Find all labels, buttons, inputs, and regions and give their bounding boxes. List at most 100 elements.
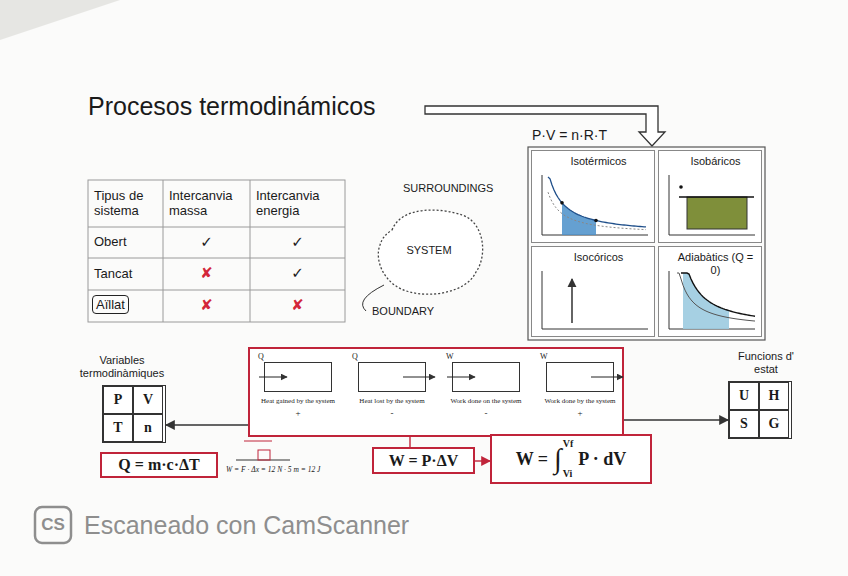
- region-label: SURROUNDINGS: [403, 182, 493, 194]
- table-cell: Tancat: [88, 258, 163, 290]
- connector-arrow: [166, 424, 248, 425]
- process-name: Adiabàtics (Q = 0): [659, 247, 761, 276]
- variable-cell: G: [759, 410, 789, 438]
- sign-caption: Work done on the system: [446, 397, 526, 405]
- quantity-letter: W: [446, 352, 526, 362]
- sign-panel: Q Heat gained by the system +: [258, 352, 338, 418]
- check-mark: ✓: [250, 227, 345, 258]
- table-header: Intercanvia massa: [163, 180, 250, 227]
- connector-arrow: [409, 437, 410, 447]
- process-panel: Isocóricos: [531, 246, 655, 337]
- process-panel: Isotérmicos: [531, 150, 655, 243]
- chart-axes: [542, 175, 648, 235]
- formula-text: P · dV: [578, 449, 626, 470]
- process-grid-frame: [528, 147, 765, 340]
- formula-text: W = P·ΔV: [389, 452, 459, 470]
- energy-arrow: [453, 363, 519, 391]
- integral-sign: ∫: [554, 445, 562, 473]
- variable-grid: PVTn: [102, 385, 166, 443]
- quantity-letter: W: [540, 352, 620, 362]
- formula-text: W =: [516, 449, 548, 470]
- connector-arrow: [624, 419, 728, 420]
- chart-axes: [542, 271, 648, 329]
- page-corner: [0, 0, 120, 40]
- chart-axes: [669, 271, 755, 329]
- pushed-block: [258, 450, 270, 460]
- formula-box: Q = m·c·ΔT: [100, 452, 218, 478]
- system-box: [358, 362, 426, 392]
- process-panel: Isobáricos: [658, 150, 762, 243]
- table-rule: [88, 227, 345, 228]
- sign-panel: W Work done by the system +: [540, 352, 620, 418]
- sign-convention-box: Q Heat gained by the system + Q Heat lost by…: [248, 347, 624, 437]
- table-rule: [88, 290, 345, 291]
- energy-arrow: [547, 363, 613, 391]
- energy-arrow-line: [591, 377, 623, 378]
- sign-symbol: +: [258, 408, 338, 418]
- state-point: [594, 219, 598, 223]
- table-heading: Variables termodinàmiques: [78, 354, 166, 380]
- formula-text: Q = m·c·ΔT: [118, 456, 199, 474]
- state-functions-table: Funcions d' estatUHSG: [728, 350, 804, 439]
- table-header: Intercanvia energia: [250, 180, 345, 227]
- adiabat-curve: [681, 273, 755, 316]
- variable-cell: P: [103, 386, 133, 414]
- isotherm-curve: [677, 273, 755, 321]
- table-rule: [250, 180, 251, 322]
- page-title: Procesos termodinámicos: [88, 92, 376, 121]
- variables-table: Variables termodinàmiquesPVTn: [78, 354, 166, 443]
- check-mark: ✓: [163, 227, 250, 258]
- integral-limit: Vi: [563, 469, 574, 479]
- work-area: [683, 273, 729, 329]
- logo-text: CS: [35, 507, 71, 543]
- cross-mark: ✘: [163, 290, 250, 322]
- process-name: Isobáricos: [659, 151, 761, 168]
- formula-box: W = P·ΔV: [372, 447, 475, 474]
- energy-arrow-line: [447, 377, 475, 378]
- formula-box: W = ∫VfVi P · dV: [490, 434, 652, 484]
- variable-cell: H: [759, 382, 789, 410]
- variable-cell: T: [103, 414, 133, 442]
- isotherm-curve: [548, 177, 646, 227]
- equation: P·V = n·R·T: [532, 127, 607, 143]
- region-label: BOUNDARY: [372, 305, 434, 317]
- cross-mark: ✘: [250, 290, 345, 322]
- worked-example: W = F · Δx = 12 N · 5 m = 12 J: [226, 465, 320, 474]
- sign-symbol: +: [540, 408, 620, 418]
- table-cell: Obert: [88, 227, 163, 258]
- system-label: SYSTEM: [406, 244, 451, 256]
- sign-panel: W Work done on the system -: [446, 352, 526, 418]
- sign-symbol: -: [446, 408, 526, 418]
- table-rule: [163, 180, 164, 322]
- system-box: [264, 362, 332, 392]
- hollow-arrow: [425, 106, 665, 146]
- quantity-letter: Q: [258, 352, 338, 362]
- connector-arrow: [475, 460, 490, 461]
- isochore-line: [571, 279, 572, 323]
- variable-cell: U: [729, 382, 759, 410]
- table-rule: [88, 258, 345, 259]
- table-heading: Funcions d' estat: [728, 350, 804, 376]
- check-mark: ✓: [250, 258, 345, 290]
- table-frame: [88, 180, 345, 322]
- energy-arrow: [265, 363, 331, 391]
- watermark: Escaneado con CamScanner: [84, 511, 409, 540]
- work-sketch: [236, 441, 290, 460]
- process-name: Isocóricos: [532, 247, 654, 264]
- variable-grid: UHSG: [728, 381, 792, 439]
- sign-caption: Heat lost by the system: [352, 397, 432, 405]
- distance-rule: [244, 441, 272, 442]
- state-point: [560, 201, 564, 205]
- energy-arrow: [359, 363, 425, 391]
- process-panel: Adiabàtics (Q = 0): [658, 246, 762, 337]
- integral-limit: Vf: [563, 439, 574, 449]
- sign-caption: Heat gained by the system: [258, 397, 338, 405]
- system-boundary: [378, 210, 482, 294]
- quantity-letter: Q: [352, 352, 432, 362]
- variable-cell: S: [729, 410, 759, 438]
- chart-axes: [669, 175, 755, 235]
- sign-caption: Work done by the system: [540, 397, 620, 405]
- variable-cell: V: [133, 386, 163, 414]
